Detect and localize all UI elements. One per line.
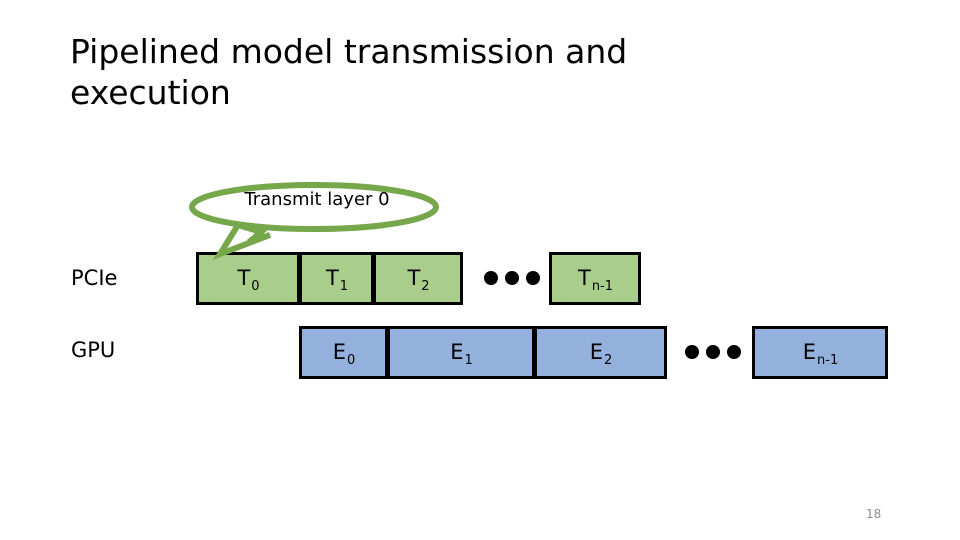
page-number: 18	[866, 507, 882, 521]
execute-block-0-label: E0	[332, 340, 356, 368]
transmit-block-0[interactable]: T0	[196, 252, 300, 305]
execute-block-1[interactable]: E1	[387, 326, 535, 379]
execute-block-2-label: E2	[589, 340, 613, 368]
row-label-gpu: GPU	[71, 338, 116, 362]
transmit-block-1-label: T1	[325, 266, 349, 294]
callout-tail	[212, 221, 272, 260]
transmit-block-n-1[interactable]: Tn-1	[549, 252, 641, 305]
ellipsis-dot	[727, 345, 741, 359]
transmit-block-2-label: T2	[407, 266, 430, 294]
ellipsis-dot	[706, 345, 720, 359]
callout-bubble-icon	[189, 182, 439, 260]
execute-block-0[interactable]: E0	[299, 326, 388, 379]
transmit-block-1[interactable]: T1	[299, 252, 374, 305]
transmit-block-2[interactable]: T2	[373, 252, 463, 305]
callout-text: Transmit layer 0	[244, 189, 390, 210]
execute-row-ellipsis-icon	[685, 345, 741, 359]
ellipsis-dot	[526, 271, 540, 285]
transmit-block-0-label: T0	[237, 266, 260, 294]
ellipsis-dot	[484, 271, 498, 285]
transmit-block-n-1-label: Tn-1	[577, 266, 614, 294]
callout-oval	[189, 182, 439, 232]
row-label-pcie: PCIe	[71, 266, 118, 290]
ellipsis-dot	[685, 345, 699, 359]
execute-block-1-label: E1	[450, 340, 473, 368]
execute-block-n-1[interactable]: En-1	[752, 326, 888, 379]
ellipsis-dot	[505, 271, 519, 285]
transmit-row-ellipsis-icon	[484, 271, 540, 285]
execute-block-2[interactable]: E2	[534, 326, 667, 379]
execute-block-n-1-label: En-1	[802, 340, 839, 368]
page-title: Pipelined model transmission and executi…	[70, 32, 628, 112]
